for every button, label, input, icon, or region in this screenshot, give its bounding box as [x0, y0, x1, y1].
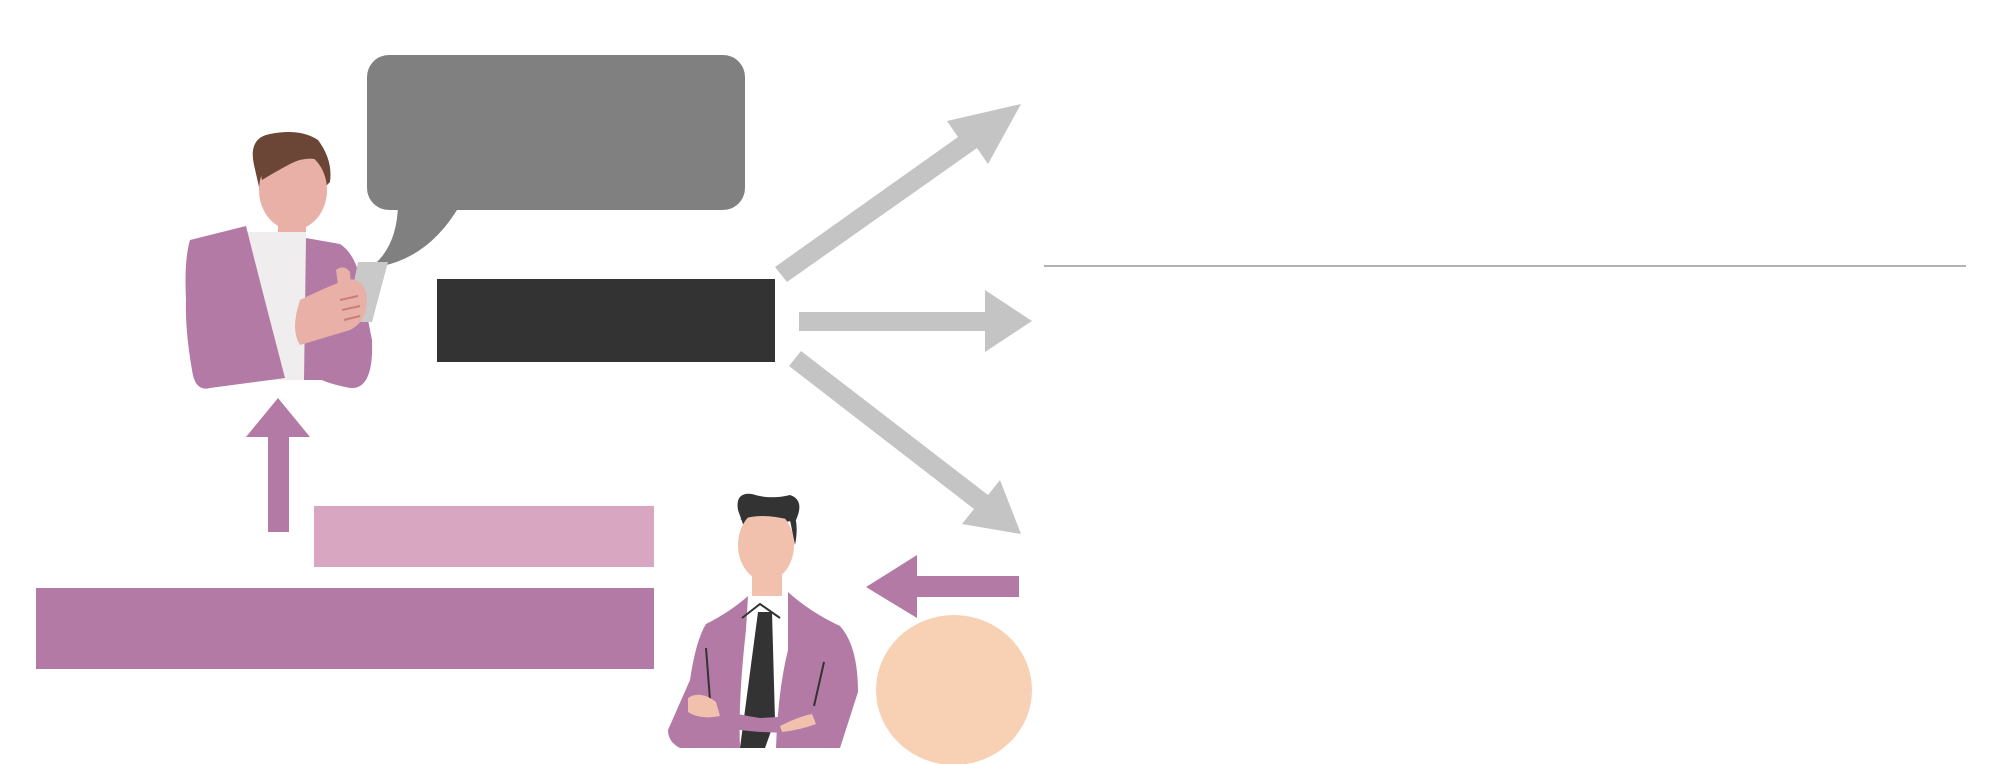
businessman-icon: [668, 493, 858, 748]
arrow-down-right: [789, 351, 1021, 534]
peach-circle: [876, 615, 1032, 764]
up-arrow-purple: [246, 398, 310, 532]
left-arrow-purple: [866, 555, 1019, 618]
arrow-up-right: [775, 104, 1021, 282]
woman-with-phone-icon: [185, 132, 388, 389]
dark-box: [437, 279, 775, 362]
light-pink-bar: [314, 506, 654, 567]
arrow-right: [799, 290, 1032, 352]
speech-bubble: [367, 55, 745, 268]
purple-bar: [36, 588, 654, 669]
